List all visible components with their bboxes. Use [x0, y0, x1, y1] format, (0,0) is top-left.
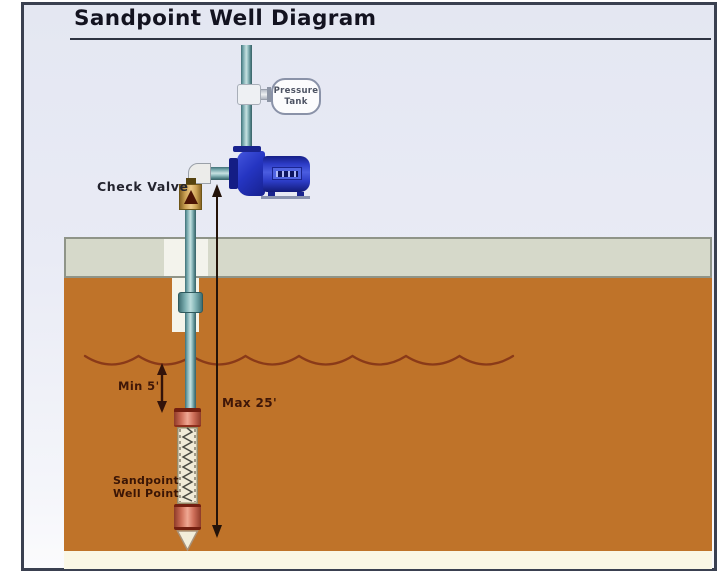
well-point-coupling-bottom: [174, 504, 201, 530]
well-point-drive-tip: [176, 530, 199, 551]
well-point-label-line1: Sandpoint: [112, 474, 180, 487]
well-point-screen: [177, 427, 198, 504]
nameplate-text-marks: [276, 171, 298, 177]
tee-fitting: [237, 84, 261, 105]
title-underline: [70, 38, 711, 40]
concrete-slab: [64, 237, 712, 278]
max-depth-label: Max 25': [222, 396, 278, 410]
check-valve-fitting: [186, 178, 196, 185]
check-valve: [179, 184, 202, 210]
pump-discharge-flange: [233, 146, 261, 152]
min-depth-label: Min 5': [118, 379, 160, 393]
well-point-label: Sandpoint Well Point: [104, 474, 188, 500]
flow-direction-icon: [184, 190, 198, 204]
pump-inlet-flange: [229, 158, 238, 189]
max-depth-arrow-icon: [212, 184, 222, 538]
pump-volute: [237, 151, 265, 196]
pressure-tank-label-line2: Tank: [284, 96, 308, 107]
well-point-coupling-top: [174, 408, 201, 427]
pressure-tank: Pressure Tank: [271, 78, 321, 115]
pressure-tank-label-line1: Pressure: [273, 85, 319, 96]
check-valve-label: Check Valve: [97, 179, 189, 194]
pipe-coupling: [178, 292, 203, 313]
pump-base: [261, 196, 310, 199]
tank-flange: [267, 87, 271, 102]
min-depth-arrow-icon: [157, 363, 167, 413]
pump-foot-right: [297, 192, 304, 197]
water-table-wave-line: [83, 354, 515, 366]
well-point-label-line2: Well Point: [112, 487, 180, 501]
bottom-band: [64, 551, 712, 569]
motor-nameplate: [272, 167, 302, 180]
page-title: Sandpoint Well Diagram: [74, 6, 377, 31]
pump-foot-left: [268, 192, 275, 197]
soil-layer: [64, 278, 712, 551]
